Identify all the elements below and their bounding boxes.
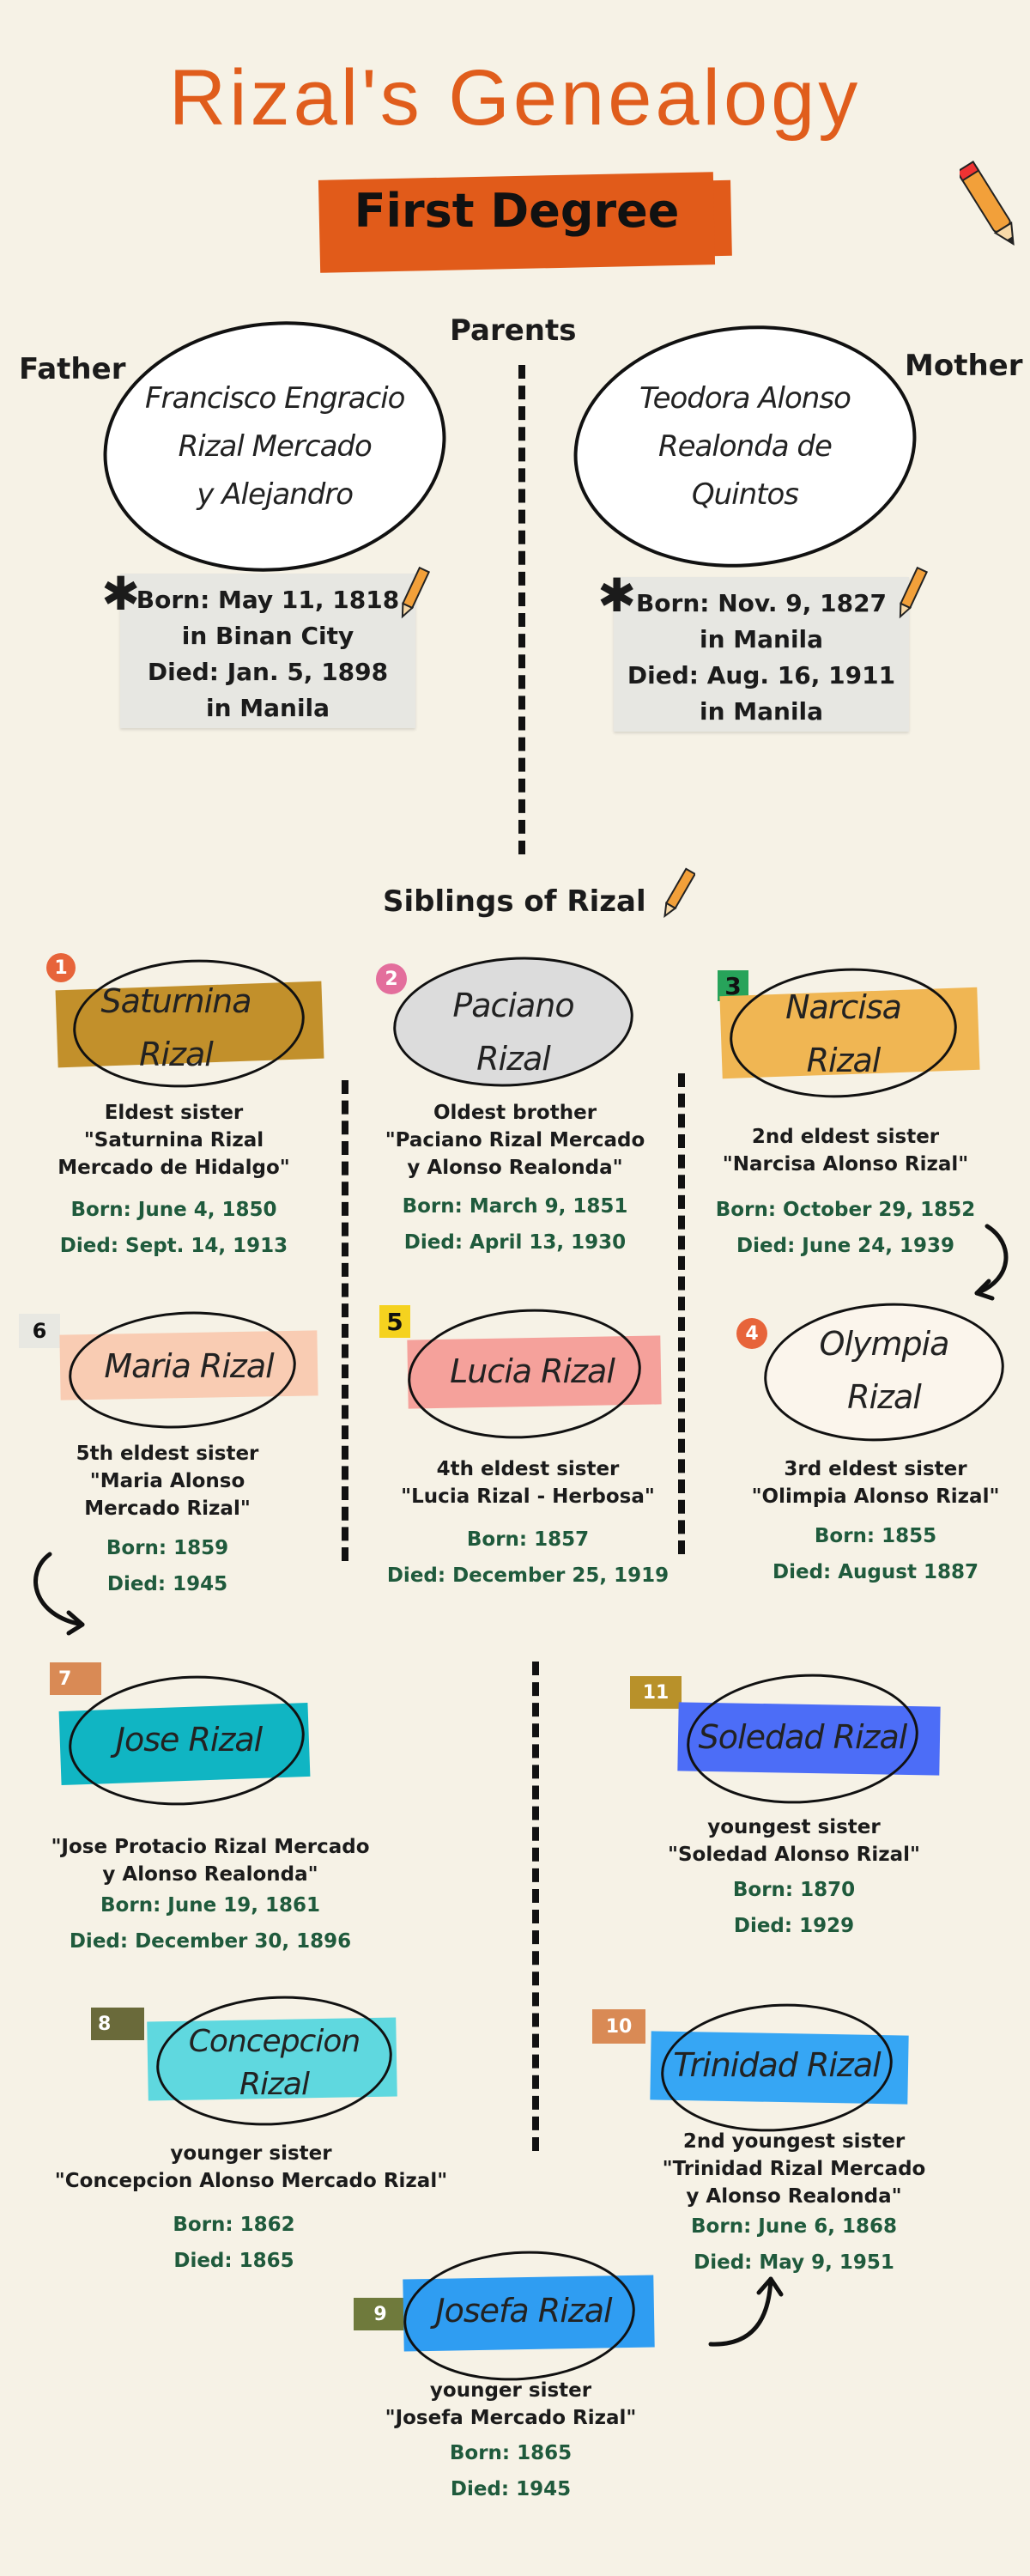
sibling-number-badge: 10	[592, 2009, 645, 2044]
parents-divider	[518, 365, 525, 854]
sibling-number-badge: 5	[379, 1305, 410, 1338]
siblings-divider-left	[342, 1080, 348, 1561]
father-born-place: in Binan City	[181, 622, 354, 650]
mother-name-oval: Teodora Alonso Realonda de Quintos	[561, 308, 929, 585]
sibling-name: Lucia Rizal	[450, 1352, 615, 1390]
mother-info-note: Born: Nov. 9, 1827 in Manila Died: Aug. …	[614, 577, 909, 732]
sibling-number-badge: 7	[50, 1662, 101, 1695]
sibling-description: 4th eldest sister"Lucia Rizal - Herbosa"	[401, 1458, 655, 1508]
pencil-icon	[960, 160, 1015, 246]
asterisk-icon: ✱	[101, 567, 141, 621]
mother-name-line1: Teodora Alonso	[639, 381, 851, 416]
parents-heading: Parents	[450, 313, 577, 348]
sibling-description: younger sister"Concepcion Alonso Mercado…	[54, 2142, 448, 2192]
sibling-description: 3rd eldest sister"Olimpia Alonso Rizal"	[751, 1458, 1000, 1508]
siblings-divider-right	[678, 1073, 685, 1554]
mother-name-line2: Realonda de	[658, 429, 832, 464]
asterisk-icon: ✱	[597, 568, 637, 623]
banner-label: First Degree	[354, 184, 680, 238]
mother-died: Died: Aug. 16, 1911	[627, 661, 896, 690]
father-name-line3: y Alejandro	[197, 477, 353, 513]
mother-label: Mother	[905, 349, 1023, 383]
father-died-place: in Manila	[205, 694, 330, 722]
sibling-number-badge: 11	[630, 1676, 682, 1709]
sibling-number-badge: 4	[736, 1318, 767, 1349]
siblings-heading: Siblings of Rizal	[383, 884, 646, 919]
sibling-description: 2nd youngest sister"Trinidad Rizal Merca…	[662, 2130, 926, 2208]
mother-born: Born: Nov. 9, 1827	[635, 589, 888, 617]
sibling-name: Soledad Rizal	[698, 1718, 908, 1756]
pencil-icon	[899, 566, 929, 619]
sibling-name: Josefa Rizal	[435, 2292, 612, 2330]
father-label: Father	[19, 352, 126, 386]
father-died: Died: Jan. 5, 1898	[147, 658, 389, 686]
sibling-number-badge: 1	[46, 953, 76, 982]
father-name-oval: Francisco Engracio Rizal Mercado y Aleja…	[90, 304, 459, 589]
sibling-name: Trinidad Rizal	[673, 2046, 881, 2084]
sibling-description: younger sister"Josefa Mercado Rizal"	[385, 2379, 637, 2429]
father-name-line1: Francisco Engracio	[144, 381, 405, 416]
pencil-icon	[401, 566, 431, 619]
sibling-name: Jose Rizal	[115, 1721, 263, 1759]
sibling-description: youngest sister"Soledad Alonso Rizal"	[667, 1816, 920, 1866]
curved-arrow-icon	[33, 1552, 85, 1636]
mother-died-place: in Manila	[699, 697, 824, 726]
sibling-number-badge: 8	[91, 2008, 144, 2040]
curved-arrow-icon	[974, 1224, 1009, 1301]
sibling-number-badge: 9	[354, 2298, 407, 2330]
pencil-icon	[663, 867, 695, 919]
sibling-number-badge: 6	[19, 1314, 60, 1348]
curved-arrow-icon	[708, 2276, 784, 2347]
sibling-name: Maria Rizal	[104, 1347, 274, 1385]
father-info-note: Born: May 11, 1818 in Binan City Died: J…	[120, 574, 415, 728]
page-title: Rizal's Genealogy	[168, 54, 862, 142]
mother-born-place: in Manila	[699, 625, 824, 653]
siblings-divider-lower	[532, 1662, 539, 2151]
sibling-number-badge: 2	[376, 963, 407, 994]
father-name-line2: Rizal Mercado	[178, 429, 372, 465]
sibling-description: 2nd eldest sister"Narcisa Alonso Rizal"	[722, 1126, 969, 1176]
mother-name-line3: Quintos	[691, 477, 799, 512]
father-born: Born: May 11, 1818	[136, 586, 400, 614]
